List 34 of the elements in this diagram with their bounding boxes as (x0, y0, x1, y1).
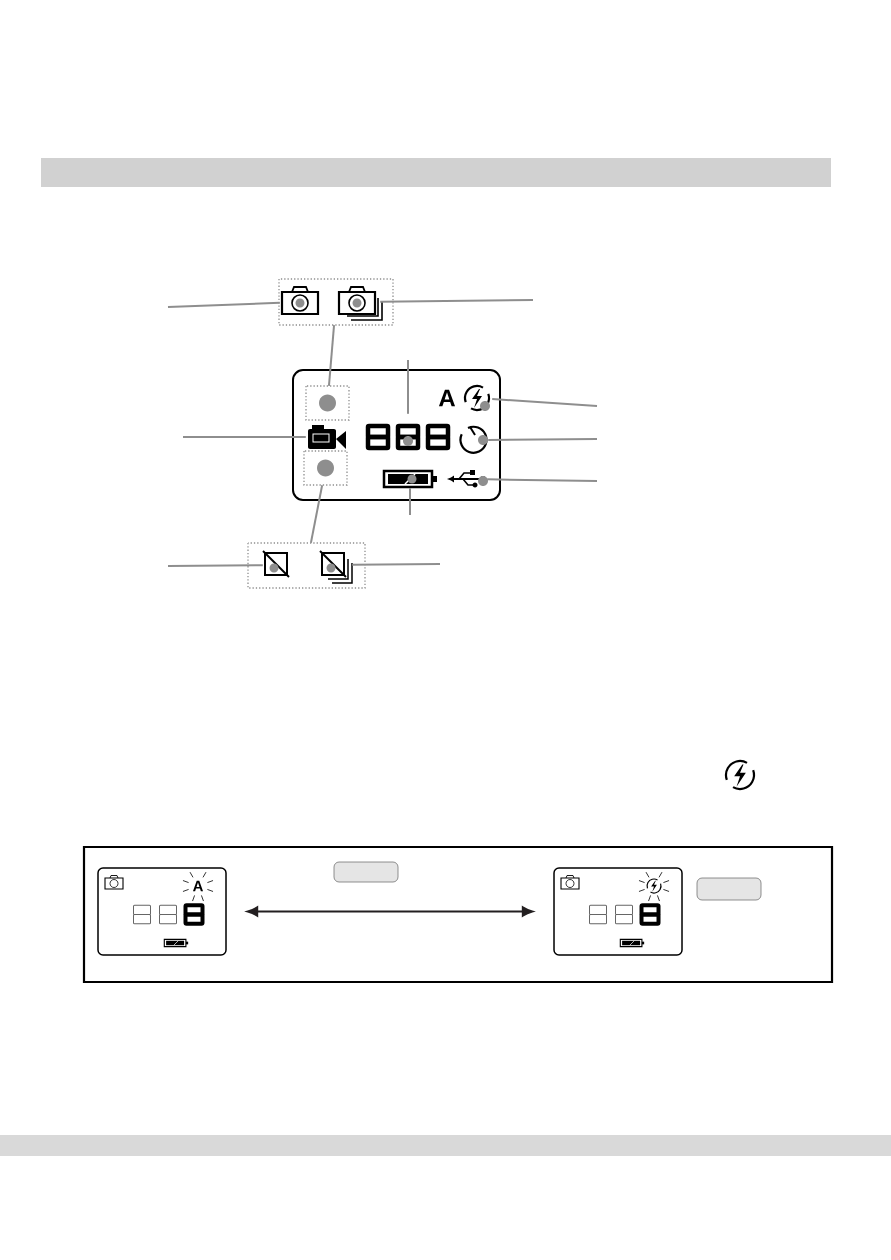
flash-icon (464, 384, 491, 412)
leader-line (407, 359, 409, 415)
leader-line (491, 398, 598, 407)
frame-icon (262, 550, 290, 578)
timer-icon (459, 425, 488, 454)
lcd-letter: A (438, 389, 456, 407)
camcorder-icon (308, 425, 346, 449)
double-arrow (246, 906, 534, 917)
digit-display (365, 423, 451, 451)
leader-line (409, 487, 411, 516)
icon-group-box (278, 278, 394, 326)
leader-line (379, 299, 534, 303)
leader-line (487, 438, 598, 441)
leader-line (309, 484, 324, 544)
lcd-screen: A (97, 867, 227, 956)
usb-icon (448, 470, 488, 488)
leader-line (327, 324, 336, 387)
burst-camera-icon (337, 286, 383, 321)
leader-line (167, 564, 264, 567)
battery-icon (382, 469, 437, 489)
lcd-panel (292, 369, 501, 501)
leader-line (182, 436, 307, 438)
icon-slot (305, 385, 350, 421)
icon-group-box (247, 542, 366, 589)
button (696, 877, 762, 901)
icon-slot (303, 450, 348, 486)
leader-line (167, 301, 281, 308)
leader-line (486, 478, 598, 482)
leader-line (351, 563, 441, 566)
burst-frame-icon (319, 550, 353, 584)
example-frame (82, 845, 834, 984)
camera-icon (280, 286, 320, 316)
lcd-screen (553, 867, 683, 956)
button (333, 861, 399, 883)
